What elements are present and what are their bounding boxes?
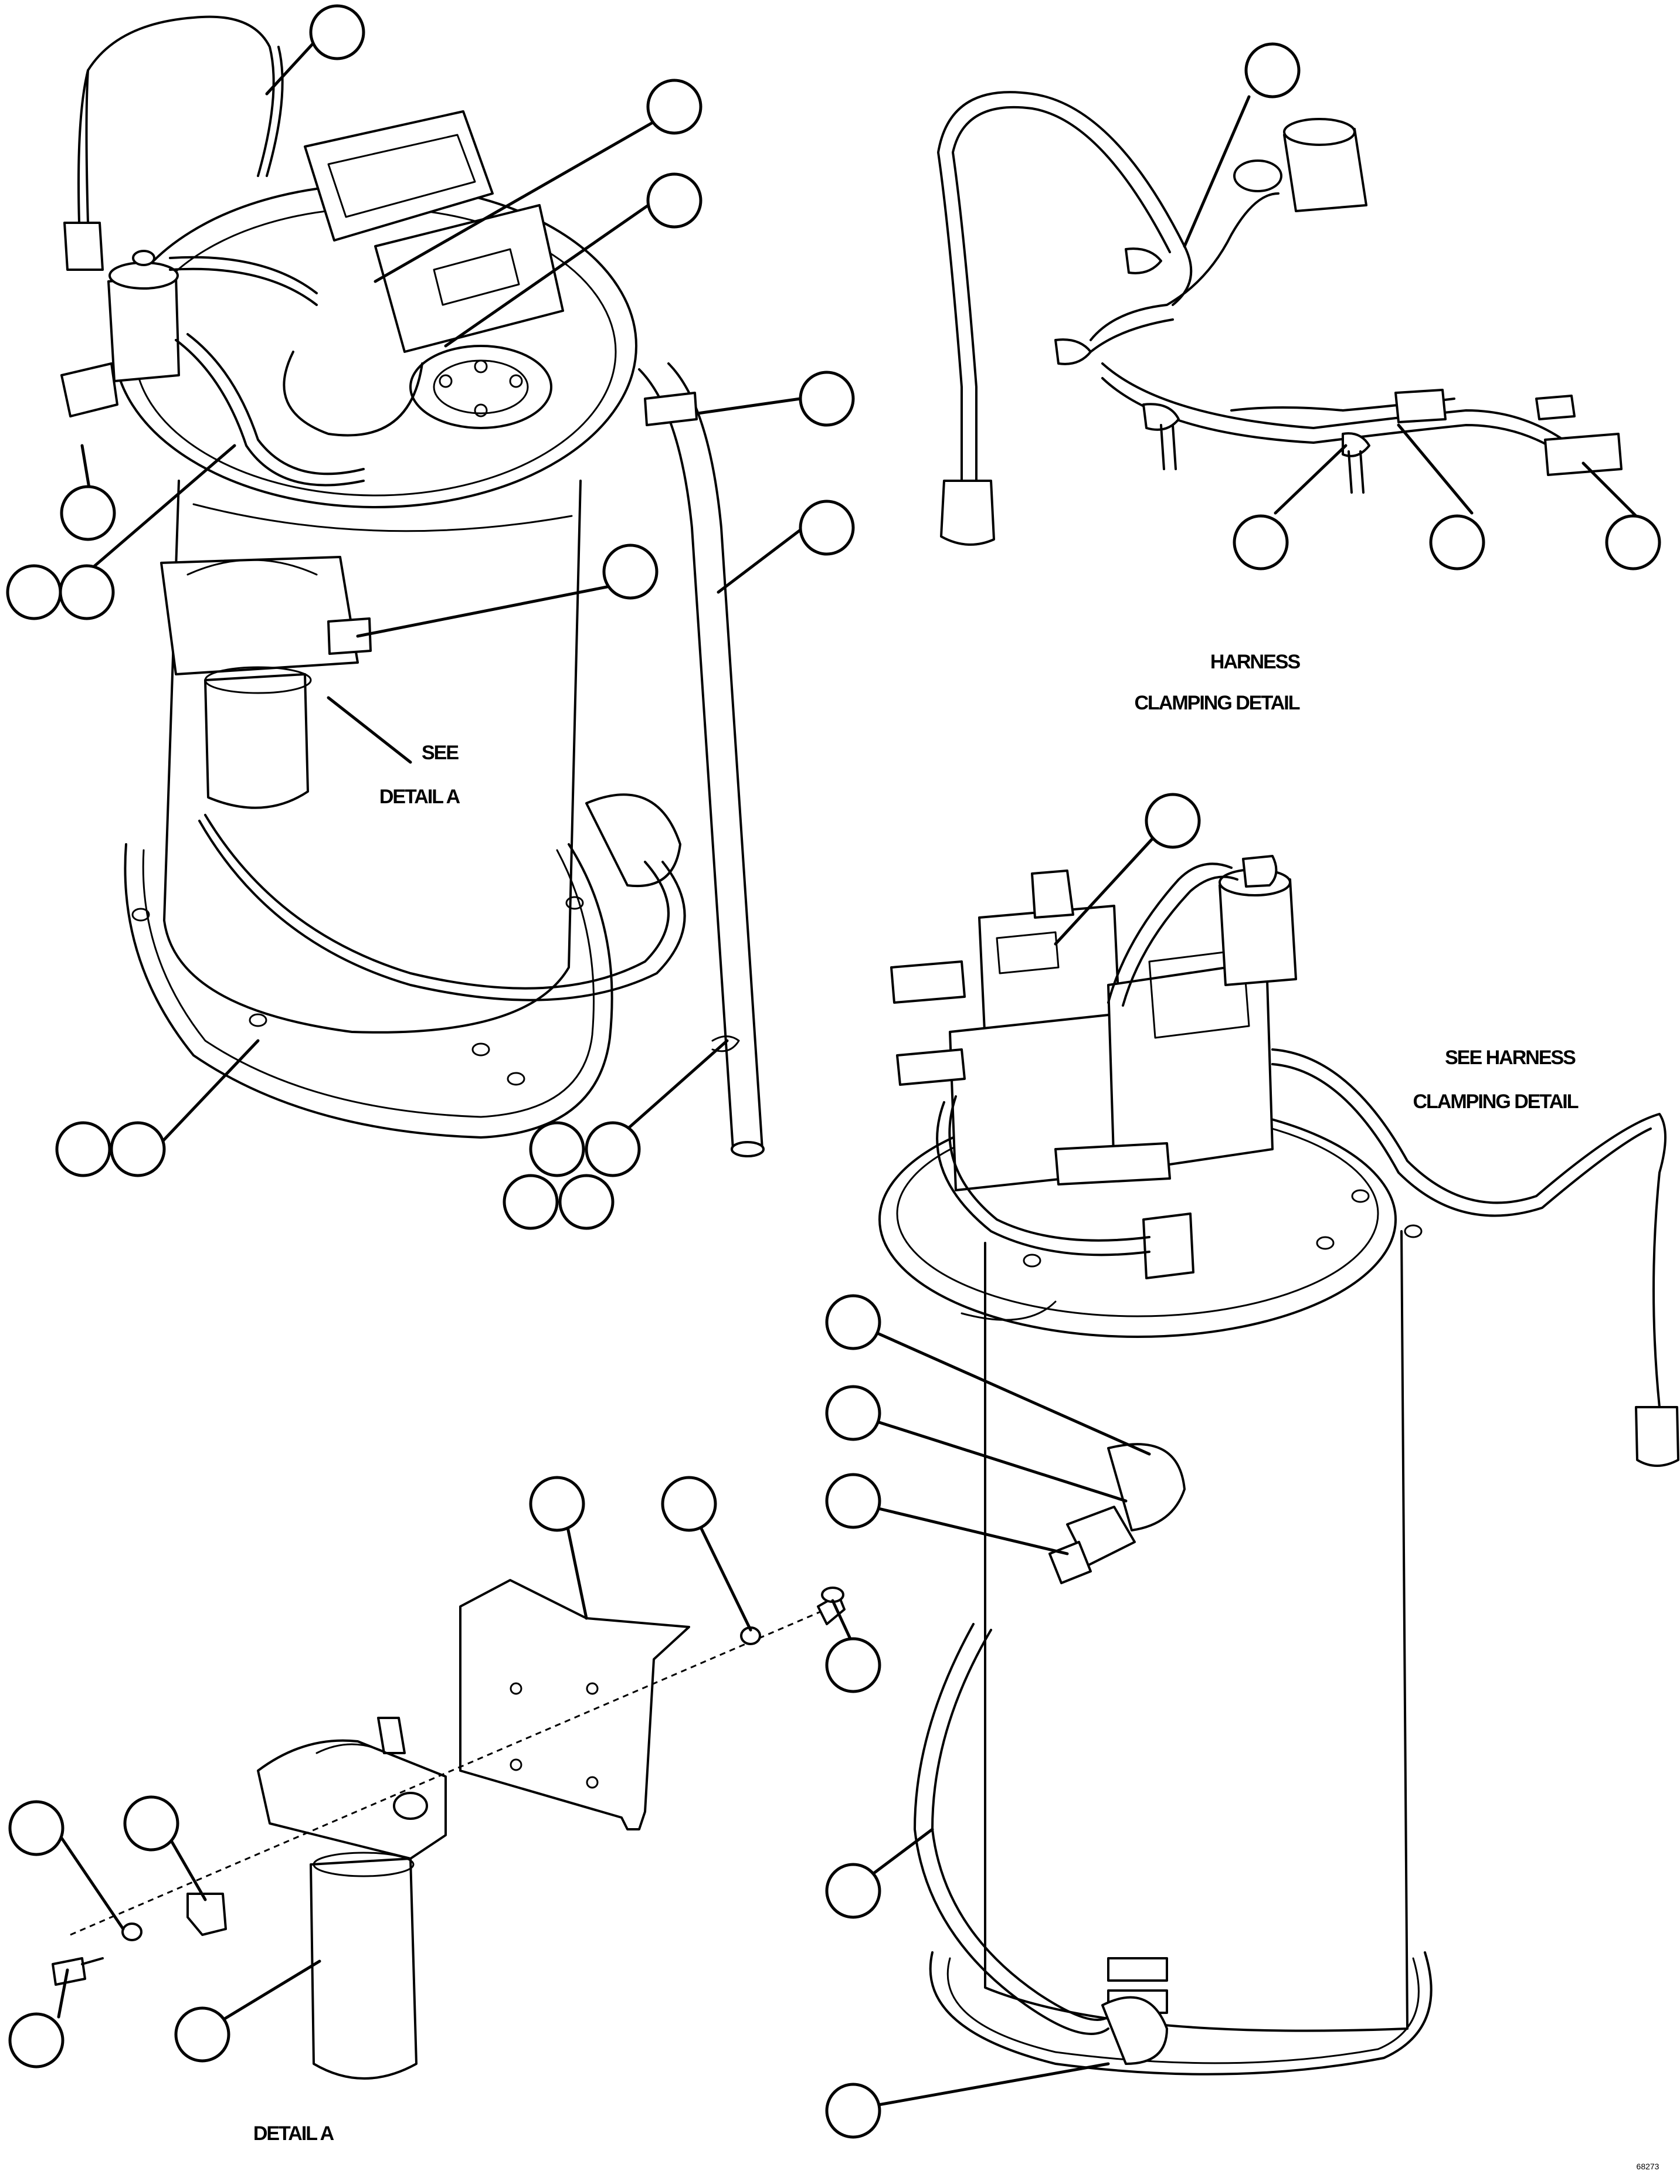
callout-balloon	[8, 1800, 65, 1856]
callout-balloon-extra	[174, 2006, 230, 2063]
callout-balloons	[6, 4, 1661, 2139]
detail-a-view	[52, 1579, 846, 2080]
harness-title-line2: CLAMPING DETAIL	[1134, 692, 1299, 714]
drawing-code: 68273	[1637, 2162, 1659, 2171]
reservoir-assembly-right	[878, 855, 1679, 2076]
reservoir-assembly-top-left	[60, 15, 765, 1157]
callout-balloon	[646, 79, 702, 135]
callout-balloon	[55, 1121, 111, 1177]
callout-balloon	[585, 1121, 641, 1177]
see-harness-line2: CLAMPING DETAIL	[1413, 1091, 1578, 1113]
harness-clamping-detail	[937, 91, 1623, 546]
leader-lines	[54, 35, 1647, 2110]
callout-balloon	[60, 485, 116, 541]
callout-balloon	[1605, 514, 1661, 570]
callout-balloon	[1233, 514, 1289, 570]
callout-balloon	[602, 544, 659, 600]
callout-balloon	[6, 564, 62, 620]
callout-balloon	[825, 1863, 881, 1919]
text-labels: HARNESS CLAMPING DETAIL SEE DETAIL A SEE…	[253, 651, 1659, 2171]
callout-balloon	[503, 1174, 559, 1230]
see-detail-line1: SEE	[422, 742, 459, 764]
callout-balloon	[825, 1637, 881, 1693]
callout-balloon	[825, 1294, 881, 1350]
callout-balloon	[110, 1121, 166, 1177]
callout-balloon	[8, 2012, 65, 2068]
see-harness-line1: SEE HARNESS	[1445, 1047, 1576, 1069]
callout-balloon	[825, 2083, 881, 2139]
callout-balloon	[646, 172, 702, 229]
harness-title-line1: HARNESS	[1210, 651, 1301, 673]
callout-balloon	[59, 564, 115, 620]
callout-balloon	[1429, 514, 1485, 570]
detail-a-title: DETAIL A	[253, 2122, 334, 2145]
callout-balloon	[799, 500, 855, 556]
callout-balloon	[529, 1121, 585, 1177]
callout-balloon	[799, 371, 855, 427]
callout-balloon	[1145, 793, 1201, 849]
callout-balloon	[309, 4, 365, 60]
callout-balloon	[825, 1473, 881, 1529]
callout-balloon	[123, 1795, 179, 1852]
callout-balloon	[825, 1385, 881, 1441]
callout-balloon	[1244, 42, 1301, 98]
callout-balloon	[529, 1476, 585, 1532]
see-detail-line2: DETAIL A	[379, 786, 460, 808]
callout-balloon	[661, 1476, 717, 1532]
callout-balloon	[558, 1174, 615, 1230]
